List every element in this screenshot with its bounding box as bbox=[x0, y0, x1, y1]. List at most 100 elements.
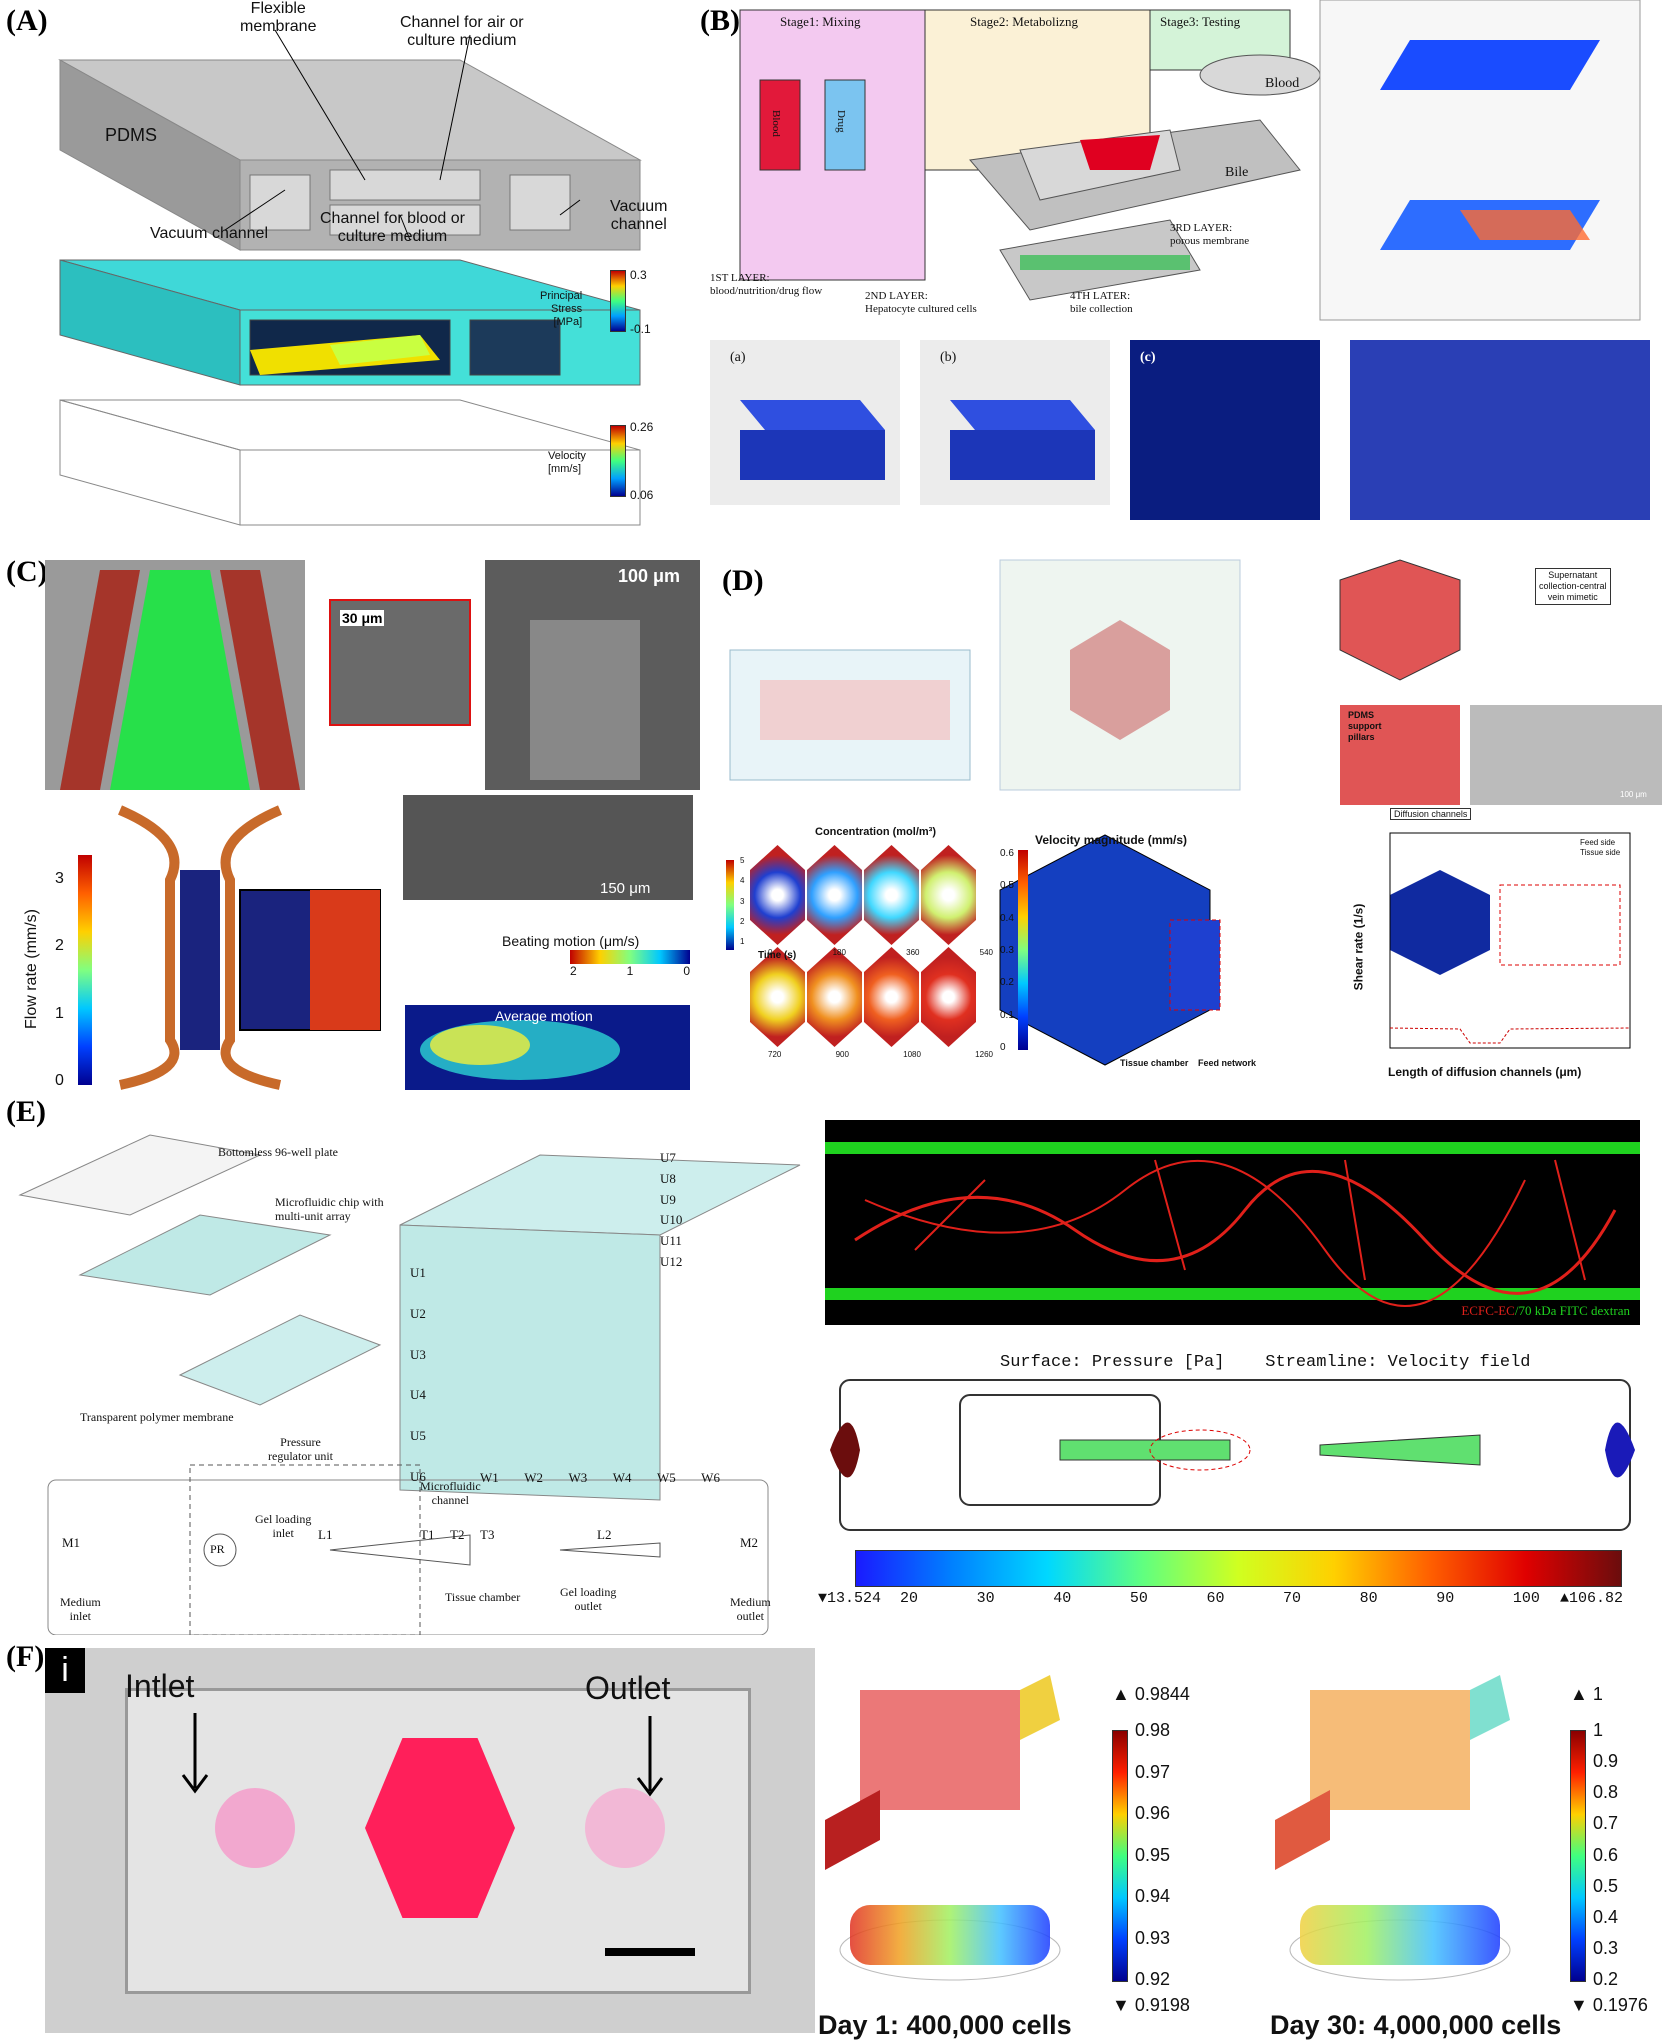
day30-ticks: 1 0.9 0.8 0.7 0.6 0.5 0.4 0.3 0.2 bbox=[1593, 1720, 1618, 1990]
conc-tick: 4 bbox=[740, 876, 745, 886]
vascular-micrograph: ECFC-EC/70 kDa FITC dextran bbox=[825, 1120, 1640, 1325]
channel-blood-label: Channel for blood or culture medium bbox=[320, 210, 465, 245]
day30-tick: 0.7 bbox=[1593, 1813, 1619, 1834]
well-labels: W1 W2 W3 W4 W5 W6 bbox=[480, 1470, 720, 1486]
layer1-label: 1ST LAYER: blood/nutrition/drug flow bbox=[710, 272, 823, 297]
conc-tick: 5 bbox=[740, 856, 745, 865]
pressure-tick: 80 bbox=[1359, 1590, 1378, 1607]
unit-label: U8 bbox=[660, 1170, 676, 1186]
t3-label: T3 bbox=[480, 1527, 495, 1542]
day1-tick: 0.92 bbox=[1135, 1969, 1171, 1989]
unit-label: U9 bbox=[660, 1191, 676, 1207]
scale-150-label: 150 μm bbox=[600, 880, 651, 897]
diffusion-channels-label: Diffusion channels bbox=[1390, 808, 1472, 820]
stage3-label: Stage3: Testing bbox=[1160, 14, 1241, 29]
pressure-tick: 60 bbox=[1206, 1590, 1225, 1607]
pressure-tick: 40 bbox=[1053, 1590, 1072, 1607]
hex-t180 bbox=[807, 845, 862, 945]
tissue-chamber-e-label: Tissue chamber bbox=[445, 1590, 521, 1604]
day1-tick: 0.97 bbox=[1135, 1761, 1171, 1782]
day30-tick: 0.5 bbox=[1593, 1875, 1619, 1896]
d-scale-100: 100 μm bbox=[1620, 790, 1647, 799]
bile-out-label: Bile bbox=[1225, 165, 1249, 180]
liver-chip-schematic bbox=[710, 0, 1650, 520]
vel-tick: 0.6 bbox=[1000, 848, 1014, 859]
blood-syringe-label: Blood bbox=[770, 110, 782, 137]
flow-rate-ticks: 3 2 1 0 bbox=[55, 870, 64, 1090]
vel-tick: 0.2 bbox=[1000, 977, 1014, 989]
stage1-label: Stage1: Mixing bbox=[780, 14, 861, 29]
day1-tick: 0.96 bbox=[1135, 1803, 1171, 1823]
concentration-title: Concentration (mol/m³) bbox=[815, 826, 936, 838]
day30-tick: 0.2 bbox=[1593, 1969, 1619, 1989]
well-label: W3 bbox=[568, 1470, 588, 1485]
micrograph-caption-green: /70 kDa FITC dextran bbox=[1514, 1303, 1630, 1318]
day1-tick: 0.94 bbox=[1135, 1886, 1171, 1906]
day30-cylinders bbox=[1300, 1905, 1500, 1965]
beating-colorbar bbox=[570, 950, 690, 964]
day1-colorbar bbox=[1112, 1730, 1128, 1982]
unit-label: U2 bbox=[410, 1305, 426, 1321]
average-motion-label: Average motion bbox=[495, 1008, 593, 1024]
pressure-cbar-max: ▲106.82 bbox=[1560, 1590, 1624, 1607]
day30-caption: Day 30: 4,000,000 cells bbox=[1270, 2010, 1562, 2040]
beating-tick: 0 bbox=[683, 964, 690, 978]
pressure-cbar-min: ▼13.524 bbox=[818, 1590, 882, 1607]
l2-label: L2 bbox=[597, 1527, 612, 1542]
well-label: W4 bbox=[612, 1470, 632, 1485]
day30-tick: 0.8 bbox=[1593, 1782, 1619, 1803]
day30-tick: 0.9 bbox=[1593, 1751, 1619, 1772]
day30-tick: 0.3 bbox=[1593, 1937, 1619, 1958]
membrane-label: Transparent polymer membrane bbox=[80, 1410, 234, 1424]
outlet-well bbox=[585, 1788, 665, 1868]
flow-tick: 1 bbox=[55, 1004, 64, 1022]
hex-t0 bbox=[750, 845, 805, 945]
shear-rate-plot-frame bbox=[1389, 832, 1631, 1049]
vacuum-channel-right-label: Vacuum channel bbox=[610, 198, 668, 233]
pressure-simulation bbox=[830, 1379, 1635, 1531]
pressure-tick: 70 bbox=[1283, 1590, 1302, 1607]
stress-title: Principal Stress [MPa] bbox=[540, 290, 583, 328]
day30-max: ▲ 1 bbox=[1570, 1684, 1603, 1704]
medium-inlet-label: Medium inlet bbox=[60, 1595, 101, 1623]
day30-tick: 0.4 bbox=[1593, 1906, 1619, 1927]
supernatant-label: Supernatant collection-central vein mime… bbox=[1535, 568, 1611, 605]
time-tick: 900 bbox=[835, 1050, 849, 1059]
tissue-chamber-label: Tissue chamber bbox=[1120, 1058, 1189, 1068]
panel-e-label: (E) bbox=[6, 1095, 46, 1128]
scale-100-label: 100 μm bbox=[618, 566, 681, 586]
conc-tick: 2 bbox=[740, 916, 745, 926]
inlet-well bbox=[215, 1788, 295, 1868]
pdms-block-illustration bbox=[58, 29, 642, 526]
day1-max: ▲ 0.9844 bbox=[1112, 1684, 1190, 1704]
feed-network-label: Feed network bbox=[1198, 1058, 1257, 1068]
hex-t720 bbox=[750, 947, 805, 1047]
stress-max: 0.3 bbox=[630, 268, 647, 282]
day1-min: ▼ 0.9198 bbox=[1112, 1995, 1190, 2015]
chip-label: Microfluidic chip with multi-unit array bbox=[275, 1195, 384, 1223]
beating-tick: 1 bbox=[626, 964, 634, 978]
hexagonal-liver-chip bbox=[729, 559, 1662, 1080]
pr-label: PR bbox=[210, 1542, 225, 1556]
well-label: W2 bbox=[524, 1470, 544, 1485]
layer4-label: 4TH LATER: bile collection bbox=[1070, 290, 1133, 315]
vel-tick: 0.5 bbox=[1000, 880, 1014, 892]
time-tick: 540 bbox=[979, 948, 993, 957]
t1-label: T1 bbox=[420, 1527, 435, 1542]
units-left: U1 U2 U3 U4 U5 U6 bbox=[410, 1265, 426, 1485]
pressure-tick: 90 bbox=[1436, 1590, 1455, 1607]
unit-label: U12 bbox=[660, 1253, 683, 1269]
outlet-label: Outlet bbox=[585, 1670, 671, 1706]
shear-xlabel: Length of diffusion channels (μm) bbox=[1388, 1065, 1582, 1079]
pressure-colorbar bbox=[855, 1550, 1622, 1587]
sub-c-label: (c) bbox=[1140, 350, 1156, 365]
day30-tick: 1 bbox=[1593, 1720, 1604, 1740]
central-chamber bbox=[365, 1738, 515, 1918]
vel-tick: 0 bbox=[1000, 1041, 1006, 1053]
cardiac-chip-renders bbox=[45, 560, 700, 1090]
beating-title: Beating motion (μm/s) bbox=[502, 933, 640, 949]
conc-tick: 1 bbox=[740, 937, 745, 946]
velocity-magnitude-ticks: 0.6 0.5 0.4 0.3 0.2 0.1 0 bbox=[1000, 848, 1014, 1053]
panel-d-label: (D) bbox=[722, 564, 764, 597]
panel-b: (B) Stage1: Mixing Stage2: Metabolizng S… bbox=[700, 0, 1662, 530]
